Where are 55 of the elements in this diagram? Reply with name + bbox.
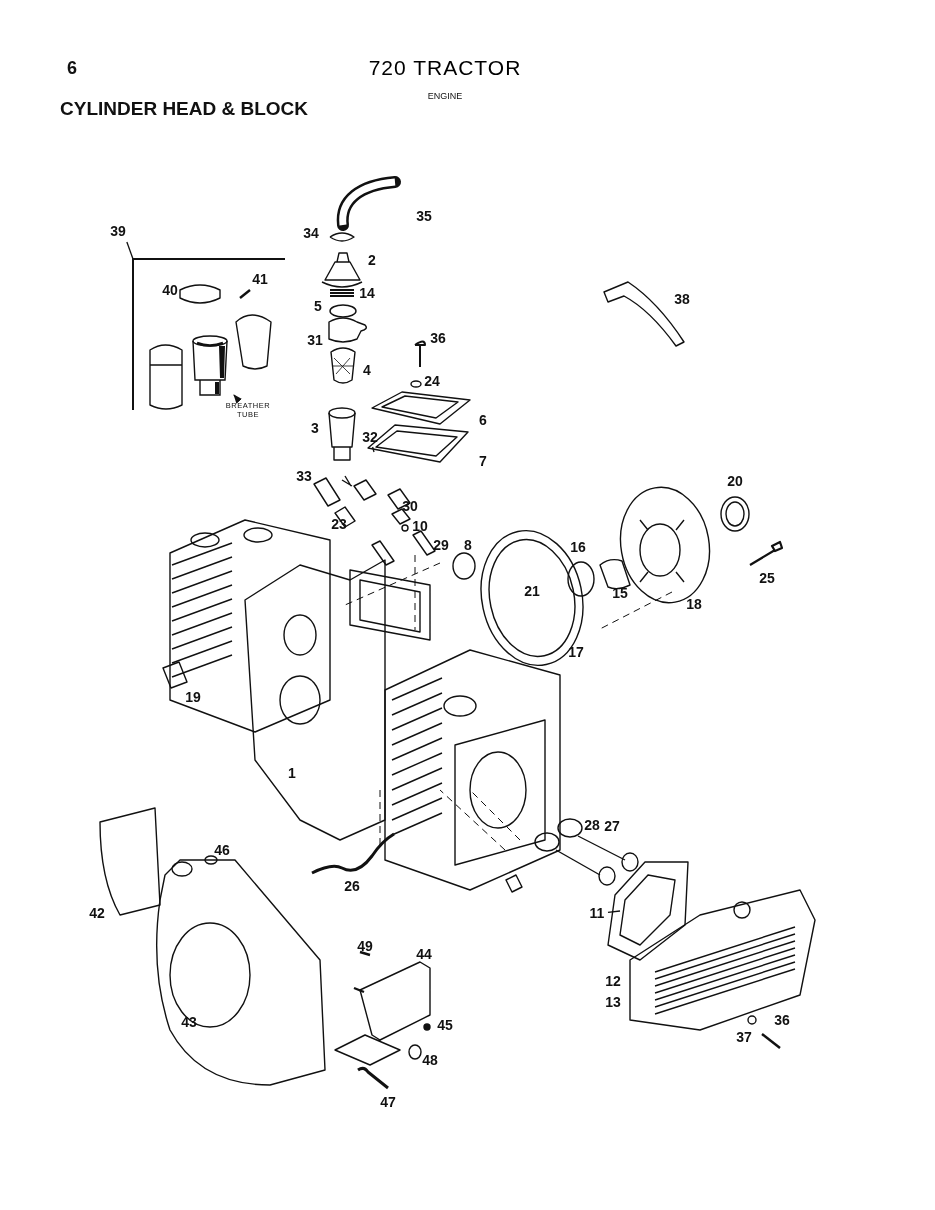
callout-number: 36: [774, 1013, 790, 1027]
leader-line: [126, 241, 134, 260]
callout-number: 5: [314, 299, 322, 313]
callout-number: 1: [288, 766, 296, 780]
callout-number: 41: [252, 272, 268, 286]
callout-number: 43: [181, 1015, 197, 1029]
callout-number: 12: [605, 974, 621, 988]
callout-number: 45: [437, 1018, 453, 1032]
leader-line: [607, 910, 621, 913]
callout-number: 24: [424, 374, 440, 388]
callout-number: 42: [89, 906, 105, 920]
callout-number: 16: [570, 540, 586, 554]
callout-number: 2: [368, 253, 376, 267]
callout-number: 47: [380, 1095, 396, 1109]
callout-number: 28: [584, 818, 600, 832]
callout-number: 34: [303, 226, 319, 240]
callout-number: 21: [524, 584, 540, 598]
leader-line: [233, 394, 242, 404]
callout-number: 31: [307, 333, 323, 347]
callout-number: 33: [296, 469, 312, 483]
callout-number: 32: [361, 430, 379, 444]
callout-number: 39: [110, 224, 126, 238]
callout-number: 26: [344, 879, 360, 893]
callout-number: 11: [588, 906, 606, 920]
callout-number: 6: [479, 413, 487, 427]
callout-number: 27: [604, 819, 620, 833]
callout-number: 38: [674, 292, 690, 306]
callout-number: 46: [214, 843, 230, 857]
callout-number: 19: [185, 690, 201, 704]
callout-number: 10: [412, 519, 428, 533]
callout-number: 37: [736, 1030, 752, 1044]
callout-number: 18: [686, 597, 702, 611]
callout-number: 48: [422, 1053, 438, 1067]
section-subtitle: ENGINE: [427, 91, 463, 101]
page-number: 6: [67, 59, 77, 77]
callout-number: 25: [759, 571, 775, 585]
callout-number: 35: [416, 209, 432, 223]
leader-line: [371, 446, 375, 453]
callout-number: 20: [727, 474, 743, 488]
callout-number: 13: [605, 995, 621, 1009]
callout-number: 44: [416, 947, 432, 961]
callout-number: 3: [311, 421, 319, 435]
callout-number: 49: [357, 939, 373, 953]
callout-number: 30: [402, 499, 418, 513]
callout-number: 15: [612, 586, 628, 600]
callout-number: 4: [363, 363, 371, 377]
callout-number: 14: [359, 286, 375, 300]
callout-number: 8: [464, 538, 472, 552]
callout-number: 40: [162, 283, 178, 297]
callout-number: 29: [433, 538, 449, 552]
callout-number: 36: [430, 331, 446, 345]
callout-number: 7: [479, 454, 487, 468]
section-heading: CYLINDER HEAD & BLOCK: [60, 98, 309, 118]
callout-number: 17: [568, 645, 584, 659]
page-title: 720 TRACTOR: [368, 56, 522, 80]
